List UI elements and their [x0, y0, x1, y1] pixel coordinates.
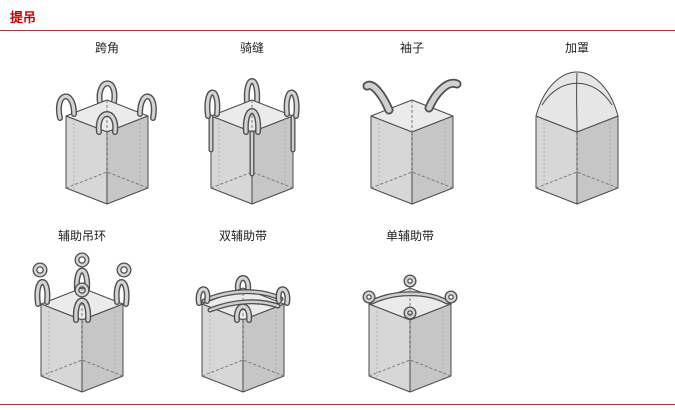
sleeve-lift-bag-diagram: [362, 78, 462, 205]
aux-loop-back: [73, 252, 91, 293]
option-label: 跨角: [94, 41, 119, 55]
cross-seam-loop-bag-diagram: [204, 78, 300, 205]
strap-corner-loops: [195, 286, 291, 323]
option-label: 袖子: [399, 41, 424, 55]
lifting-option-auxiliary-rings: 辅助吊环: [22, 228, 142, 396]
seam-loops: [204, 89, 300, 135]
cross-corner-loop-bag-diagram: [55, 80, 157, 205]
corner-loops: [55, 93, 157, 135]
lifting-option-hood: 加罩: [517, 40, 637, 208]
strap-loop-back: [234, 275, 252, 293]
option-label: 单辅助带: [385, 229, 434, 243]
double-straps: [201, 289, 284, 313]
lifting-option-sleeve: 袖子: [352, 40, 472, 208]
auxiliary-lifting-ring-bag-diagram: [32, 252, 132, 393]
option-label: 双辅助带: [218, 229, 267, 243]
lifting-option-cross-seam: 骑缝: [192, 40, 312, 208]
option-label: 加罩: [564, 41, 589, 55]
double-auxiliary-strap-bag-diagram: [195, 275, 291, 393]
lifting-option-double-auxiliary-strap: 双辅助带: [183, 228, 303, 396]
page-title: 提吊: [10, 11, 37, 26]
header-divider: [0, 30, 675, 31]
hood-lift-bag-diagram: [535, 71, 619, 205]
option-label: 骑缝: [239, 41, 264, 55]
lifting-sleeves: [362, 78, 462, 115]
lifting-option-single-auxiliary-strap: 单辅助带: [350, 228, 470, 396]
option-label: 辅助吊环: [57, 229, 106, 243]
seam-straps: [208, 114, 296, 177]
lifting-option-cross-corner: 跨角: [47, 40, 167, 208]
corner-ring-back: [403, 274, 417, 288]
seam-loop-back: [243, 78, 261, 105]
hood-cover: [535, 71, 619, 133]
corner-rings: [362, 290, 458, 320]
single-auxiliary-strap-bag-diagram: [362, 274, 458, 393]
footer-divider: [0, 404, 675, 405]
aux-loops-and-rings: [32, 262, 132, 323]
single-strap: [369, 291, 450, 305]
corner-loop-back: [96, 80, 118, 106]
